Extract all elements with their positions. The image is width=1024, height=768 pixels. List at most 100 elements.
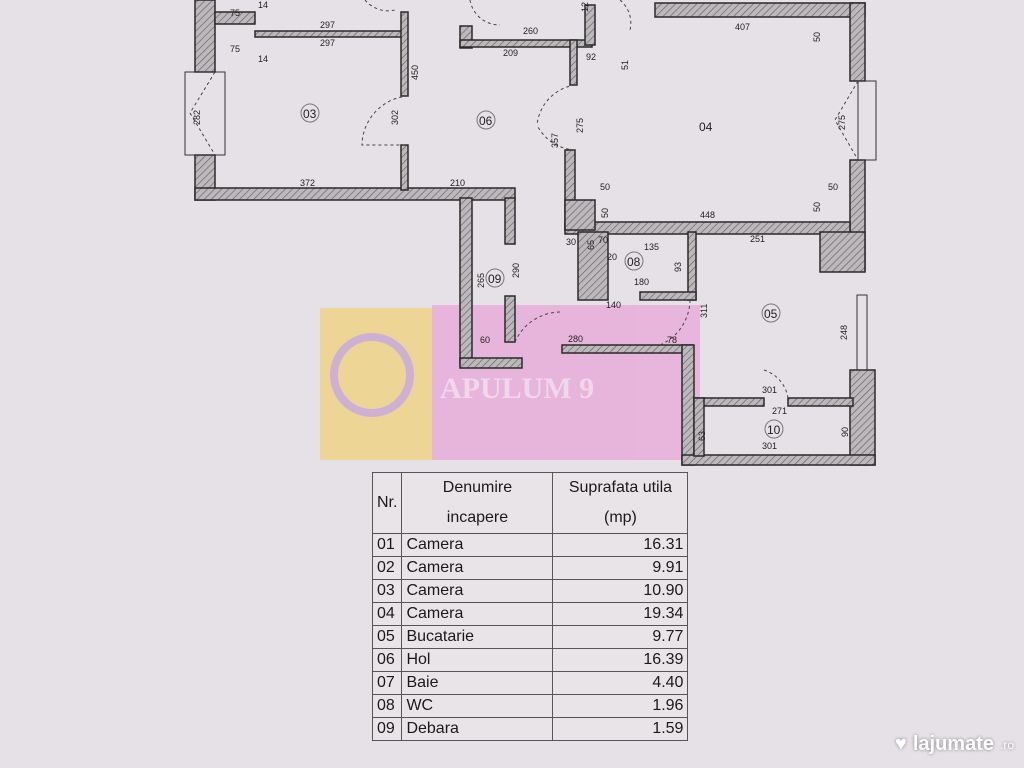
heart-check-icon: ♥ <box>894 733 907 755</box>
dim: 302 <box>390 110 400 125</box>
cell-area: 16.31 <box>552 533 689 557</box>
dim: 50 <box>600 182 610 192</box>
dim: 75 <box>230 8 240 18</box>
brand-tld: .ro <box>999 737 1014 752</box>
dim: 60 <box>480 335 490 345</box>
cell-nr: 06 <box>371 648 403 672</box>
dim: 260 <box>523 26 538 36</box>
dim: 70 <box>598 235 608 245</box>
cell-name: Debara <box>401 717 554 741</box>
cell-name: Camera <box>401 579 554 603</box>
cell-nr: 03 <box>371 579 403 603</box>
room-label-05: 05 <box>764 307 778 321</box>
cell-name: WC <box>401 694 554 718</box>
dim: 248 <box>839 325 849 340</box>
cell-name: Camera <box>401 533 554 557</box>
dim: 180 <box>634 277 649 287</box>
dim: 92 <box>586 52 596 62</box>
dim: 93 <box>673 262 683 272</box>
dim: 407 <box>735 22 750 32</box>
table-header-row: Nr. Denumire incapere Suprafata utila (mp) <box>371 472 689 534</box>
dim: 30 <box>566 237 576 247</box>
cell-nr: 02 <box>371 556 403 580</box>
brand-logo: ♥ lajumate .ro <box>895 733 1014 756</box>
room-label-04: 04 <box>699 120 713 134</box>
dim: 90 <box>840 427 850 437</box>
dim: 271 <box>772 406 787 416</box>
dim: 50 <box>812 32 822 42</box>
dim: 290 <box>511 263 521 278</box>
dim: 297 <box>320 20 335 30</box>
cell-area: 1.96 <box>552 694 689 718</box>
cell-name: Baie <box>401 671 554 695</box>
header-name: Denumire incapere <box>401 472 554 534</box>
dim: 450 <box>410 65 420 80</box>
dim: 50 <box>812 202 822 212</box>
cell-nr: 07 <box>371 671 403 695</box>
cell-name: Hol <box>401 648 554 672</box>
doors <box>189 0 859 399</box>
header-area: Suprafata utila (mp) <box>552 472 689 534</box>
cell-area: 9.91 <box>552 556 689 580</box>
cell-nr: 05 <box>371 625 403 649</box>
dim: 282 <box>192 110 202 125</box>
room-label-10: 10 <box>767 423 781 437</box>
header-name-line2: incapere <box>446 509 509 526</box>
room-area-table: Nr. Denumire incapere Suprafata utila (mp)… <box>371 472 689 741</box>
dimension-labels: 75 75 14 14 297 297 450 282 302 372 210 … <box>192 0 850 451</box>
dim: 51 <box>620 60 630 70</box>
dim: 265 <box>476 273 486 288</box>
dim: 63 <box>697 431 707 441</box>
windows <box>184 71 877 371</box>
cell-area: 4.40 <box>552 671 689 695</box>
dim: 301 <box>762 385 777 395</box>
room-label-09: 09 <box>488 272 502 286</box>
cell-name: Bucatarie <box>401 625 554 649</box>
dim: 20 <box>607 252 617 262</box>
header-name-line1: Denumire <box>442 479 513 496</box>
watermark: APULUM 9 <box>320 305 700 460</box>
cell-area: 1.59 <box>552 717 689 741</box>
cell-name: Camera <box>401 602 554 626</box>
dim: 50 <box>600 208 610 218</box>
brand-name: lajumate <box>912 733 994 755</box>
cell-area: 9.77 <box>552 625 689 649</box>
header-area-line1: Suprafata utila <box>568 479 673 496</box>
cell-area: 19.34 <box>552 602 689 626</box>
cell-nr: 01 <box>371 533 403 557</box>
dim: 448 <box>700 210 715 220</box>
cell-area: 10.90 <box>552 579 689 603</box>
room-labels: 03 06 04 08 09 05 10 <box>300 103 784 439</box>
dim: 135 <box>644 242 659 252</box>
cell-nr: 08 <box>371 694 403 718</box>
header-nr: Nr. <box>371 472 403 534</box>
dim: 357 <box>550 133 560 148</box>
cell-nr: 09 <box>371 717 403 741</box>
dim: 311 <box>699 304 709 318</box>
header-area-line2: (mp) <box>604 509 637 526</box>
dim: 297 <box>320 38 335 48</box>
dim: 275 <box>575 118 585 133</box>
dim: 372 <box>300 178 315 188</box>
dim: 75 <box>230 44 240 54</box>
cell-nr: 04 <box>371 602 403 626</box>
dim: 209 <box>503 48 518 58</box>
dim: 251 <box>750 234 765 244</box>
dim: 65 <box>586 240 596 250</box>
dim: 301 <box>762 441 777 451</box>
dim: 50 <box>828 182 838 192</box>
room-label-03: 03 <box>303 107 317 121</box>
dim: 280 <box>568 334 583 344</box>
dim: 78 <box>667 335 677 345</box>
dim: 140 <box>606 300 621 310</box>
room-label-08: 08 <box>627 255 641 269</box>
cell-name: Camera <box>401 556 554 580</box>
